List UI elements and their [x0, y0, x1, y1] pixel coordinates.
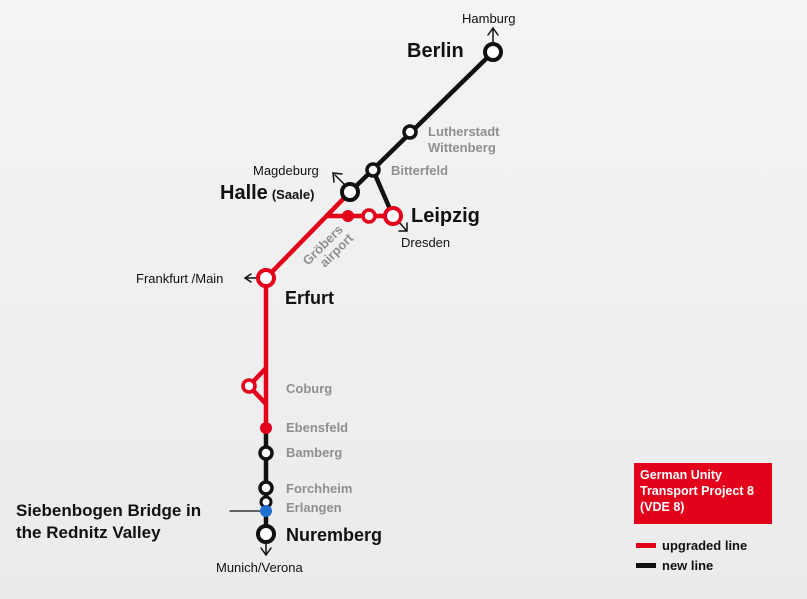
label-frankfurt: Frankfurt /Main	[136, 271, 223, 286]
line-halle-erfurt	[263, 189, 353, 281]
label-lutherstadt-2: Wittenberg	[428, 140, 496, 155]
label-munich: Munich/Verona	[216, 560, 303, 575]
station-bitterfeld	[365, 162, 381, 178]
arrow-hamburg	[487, 26, 499, 36]
label-bridge-1: Siebenbogen Bridge in	[16, 501, 201, 520]
line-halle-magdeburg	[334, 174, 345, 185]
station-lutherstadt-wittenberg	[402, 124, 418, 140]
label-lutherstadt-1: Lutherstadt	[428, 124, 500, 139]
stations	[241, 42, 503, 544]
title-line-3: (VDE 8)	[640, 500, 685, 514]
label-nuremberg: Nuremberg	[286, 525, 382, 545]
title-line-1: German Unity	[640, 468, 722, 482]
legend-new: new line	[636, 555, 747, 575]
bridge-marker	[260, 505, 272, 517]
station-leipzig	[383, 206, 403, 226]
label-berlin: Berlin	[407, 40, 464, 62]
legend: upgraded line new line	[636, 535, 747, 575]
legend-upgraded: upgraded line	[636, 535, 747, 555]
station-nuremberg	[256, 524, 276, 544]
station-halle	[340, 182, 360, 202]
line-leipzig-dresden	[398, 221, 407, 231]
label-halle: Halle(Saale)	[220, 182, 314, 204]
upgraded-lines	[246, 189, 396, 431]
station-coburg	[241, 378, 257, 394]
station-berlin	[483, 42, 503, 62]
project-title-box: German Unity Transport Project 8 (VDE 8)	[634, 463, 772, 524]
station-erfurt	[256, 268, 276, 288]
label-ebensfeld: Ebensfeld	[286, 420, 348, 435]
arrow-magdeburg	[332, 172, 343, 183]
title-line-2: Transport Project 8	[640, 484, 754, 498]
label-bamberg: Bamberg	[286, 445, 342, 460]
label-dresden: Dresden	[401, 235, 450, 250]
label-bitterfeld: Bitterfeld	[391, 163, 448, 178]
station-leipzig-airport	[361, 208, 377, 224]
label-magdeburg: Magdeburg	[253, 163, 319, 178]
label-leipzig: Leipzig	[411, 205, 480, 227]
legend-swatch-upgraded	[636, 542, 656, 548]
label-forchheim: Forchheim	[286, 481, 352, 496]
station-ebensfeld	[260, 422, 272, 434]
legend-label-new: new line	[662, 557, 714, 573]
label-erfurt: Erfurt	[285, 288, 334, 308]
station-bamberg	[258, 445, 274, 461]
legend-label-upgraded: upgraded line	[662, 537, 748, 553]
new-lines	[229, 26, 499, 557]
label-erlangen: Erlangen	[286, 500, 342, 515]
station-grobers	[342, 210, 354, 222]
station-forchheim	[258, 480, 274, 496]
arrow-frankfurt	[243, 273, 252, 283]
legend-swatch-new	[636, 562, 656, 568]
arrow-munich	[260, 547, 272, 557]
label-bridge-2: the Rednitz Valley	[16, 523, 161, 542]
label-hamburg: Hamburg	[462, 11, 515, 26]
label-coburg: Coburg	[286, 381, 332, 396]
arrow-dresden	[398, 222, 408, 232]
labels: Hamburg Berlin Lutherstadt Wittenberg Bi…	[16, 11, 515, 575]
